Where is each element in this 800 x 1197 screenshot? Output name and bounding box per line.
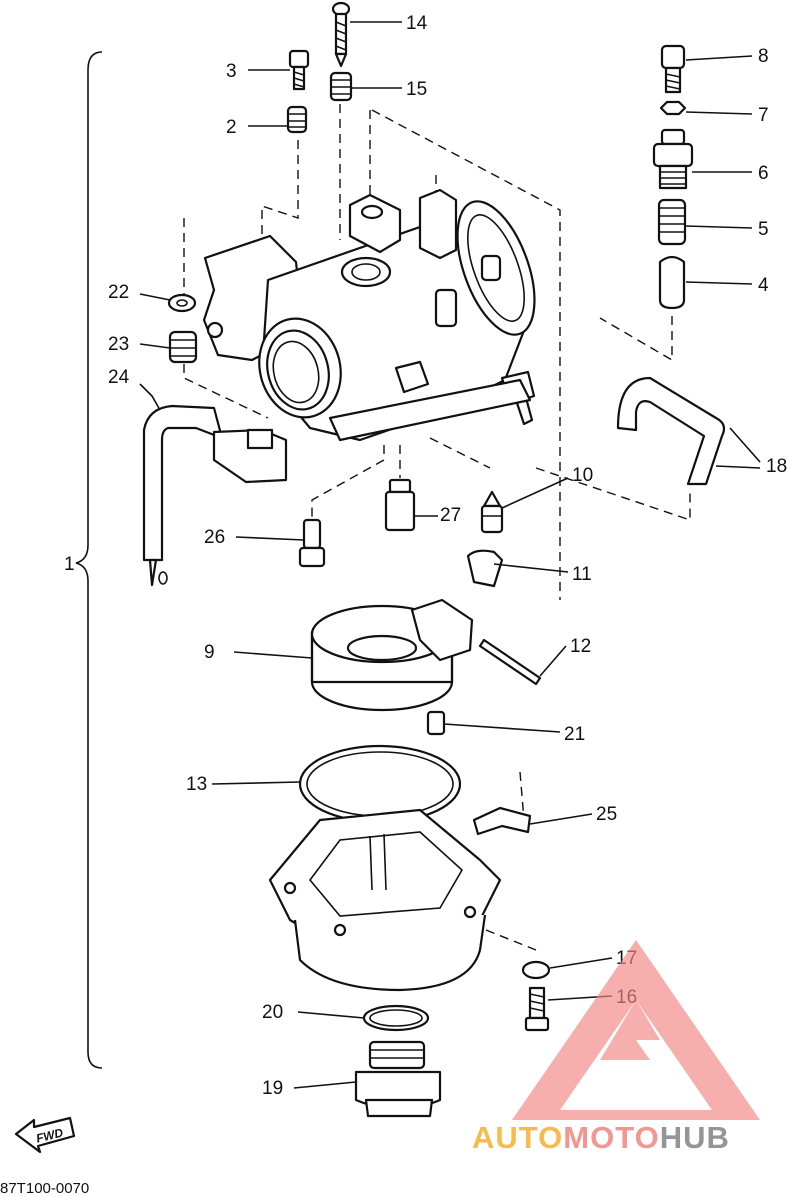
part-2-spring <box>286 105 308 134</box>
watermark-triangle-icon <box>512 940 760 1120</box>
part-4-plunger <box>658 255 686 310</box>
part-22-washer <box>167 293 197 313</box>
fwd-arrow-icon: FWD <box>14 1116 76 1154</box>
label-5: 5 <box>758 219 769 240</box>
part-21-plug <box>426 710 446 736</box>
label-4: 4 <box>758 275 769 296</box>
label-21: 21 <box>564 724 585 745</box>
part-15-spring <box>329 71 353 102</box>
part-25-bracket <box>472 806 532 836</box>
label-25: 25 <box>596 804 617 825</box>
label-26: 26 <box>204 527 225 548</box>
part-13-gasket <box>298 744 462 824</box>
part-12-float-pin <box>478 638 542 686</box>
label-7: 7 <box>758 105 769 126</box>
label-3: 3 <box>226 61 237 82</box>
label-12: 12 <box>570 636 591 657</box>
automotohub-watermark: AUTOMOTOHUB <box>472 940 760 1155</box>
label-11: 11 <box>572 564 592 585</box>
label-22: 22 <box>108 282 129 303</box>
part-14-pilot-screw <box>331 1 351 68</box>
label-10: 10 <box>572 465 593 486</box>
label-9: 9 <box>204 642 215 663</box>
label-20: 20 <box>262 1002 283 1023</box>
label-6: 6 <box>758 163 769 184</box>
float-bowl <box>268 808 502 992</box>
label-18: 18 <box>766 456 787 477</box>
assembly-bracket <box>75 51 103 1069</box>
part-18-hose <box>616 376 726 486</box>
part-7-nut <box>659 100 687 116</box>
part-17-washer <box>521 960 551 980</box>
part-26-pilot-jet <box>298 518 326 568</box>
label-15: 15 <box>406 79 427 100</box>
part-5-spring <box>657 198 687 246</box>
label-14: 14 <box>406 13 428 34</box>
part-11-clip <box>466 549 504 588</box>
fwd-label: FWD <box>35 1125 65 1145</box>
part-20-o-ring <box>362 1004 430 1032</box>
part-19-drain-plug <box>354 1040 442 1118</box>
part-10-needle-valve <box>480 490 504 534</box>
part-6-valve-seat <box>652 128 694 190</box>
part-16-screw <box>524 986 550 1032</box>
label-27: 27 <box>440 505 461 526</box>
leader-lines <box>139 21 761 1089</box>
part-27-main-jet <box>384 478 416 532</box>
watermark-brand: AUTOMOTOHUB <box>472 1120 730 1155</box>
part-3-screw <box>288 49 310 91</box>
label-8: 8 <box>758 46 769 67</box>
label-13: 13 <box>186 774 207 795</box>
label-23: 23 <box>108 334 129 355</box>
part-23-spring <box>168 330 198 364</box>
part-9-float <box>310 598 474 712</box>
label-1: 1 <box>64 554 75 575</box>
part-8-screw <box>660 44 686 94</box>
label-2: 2 <box>226 117 237 138</box>
part-24-sensor-wire <box>142 404 288 587</box>
part-number-labels: 14 15 3 2 8 7 6 5 4 22 23 24 18 10 27 26… <box>64 13 787 1099</box>
assembly-lines <box>183 104 691 951</box>
drawing-code: 87T100-0070 <box>0 1180 89 1197</box>
part-1-carburetor-body <box>202 188 536 442</box>
label-24: 24 <box>108 367 130 388</box>
label-19: 19 <box>262 1078 283 1099</box>
